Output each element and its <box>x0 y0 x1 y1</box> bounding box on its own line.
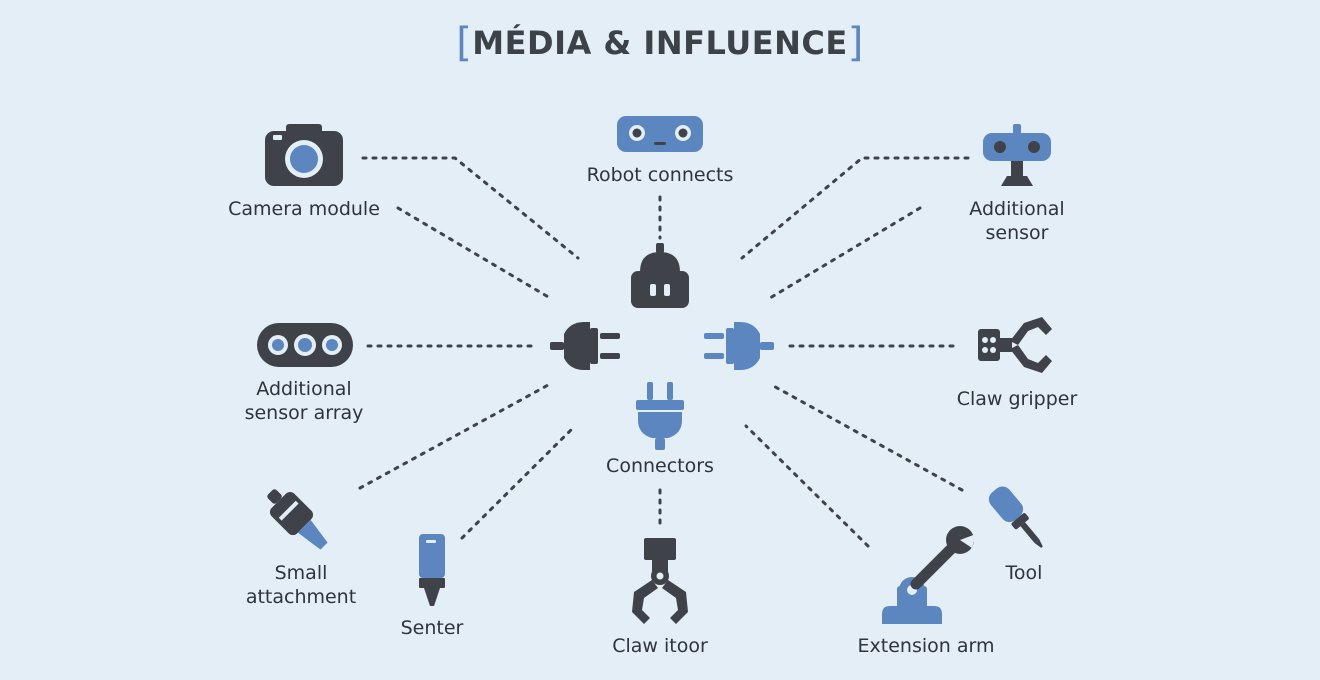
label-senter: Senter <box>400 617 464 639</box>
socket-icon <box>631 243 689 308</box>
line-camera-b <box>396 206 552 300</box>
label-robot-connects: Robot connects <box>586 164 734 186</box>
plug-icon <box>636 382 684 450</box>
line-senter <box>460 424 577 540</box>
claw-gripper-icon <box>978 317 1052 373</box>
screwdriver-icon <box>988 486 1043 548</box>
camera-icon <box>265 124 343 186</box>
label-extension-arm: Extension arm <box>857 635 995 657</box>
sensor-icon <box>983 124 1051 186</box>
label-claw-itoor: Claw itoor <box>612 635 708 657</box>
plug-left-icon <box>550 322 620 370</box>
small-attachment-icon <box>267 489 328 550</box>
line-tool <box>768 382 964 492</box>
label-connectors: Connectors <box>606 455 714 477</box>
line-sensor-a <box>740 156 970 260</box>
line-camera-a <box>361 156 580 260</box>
label-camera-module: Camera module <box>228 198 380 220</box>
plug-right-icon <box>704 322 774 370</box>
line-small <box>358 382 552 490</box>
line-extension <box>744 424 870 548</box>
page-title: [MÉDIA & INFLUENCE] <box>0 18 1320 66</box>
line-sensor-b <box>768 206 922 300</box>
sensor-array-icon <box>257 323 353 367</box>
title-text: MÉDIA & INFLUENCE <box>472 24 848 62</box>
bracket-left: [ <box>456 20 473 66</box>
probe-icon <box>419 534 445 606</box>
bracket-right: ] <box>847 20 864 66</box>
label-claw-gripper: Claw gripper <box>956 388 1078 410</box>
connector-lines <box>358 156 970 548</box>
label-tool: Tool <box>1005 562 1043 584</box>
claw-icon <box>632 538 688 624</box>
wrench-arm-icon <box>882 526 976 624</box>
robot-head-icon <box>617 116 703 152</box>
